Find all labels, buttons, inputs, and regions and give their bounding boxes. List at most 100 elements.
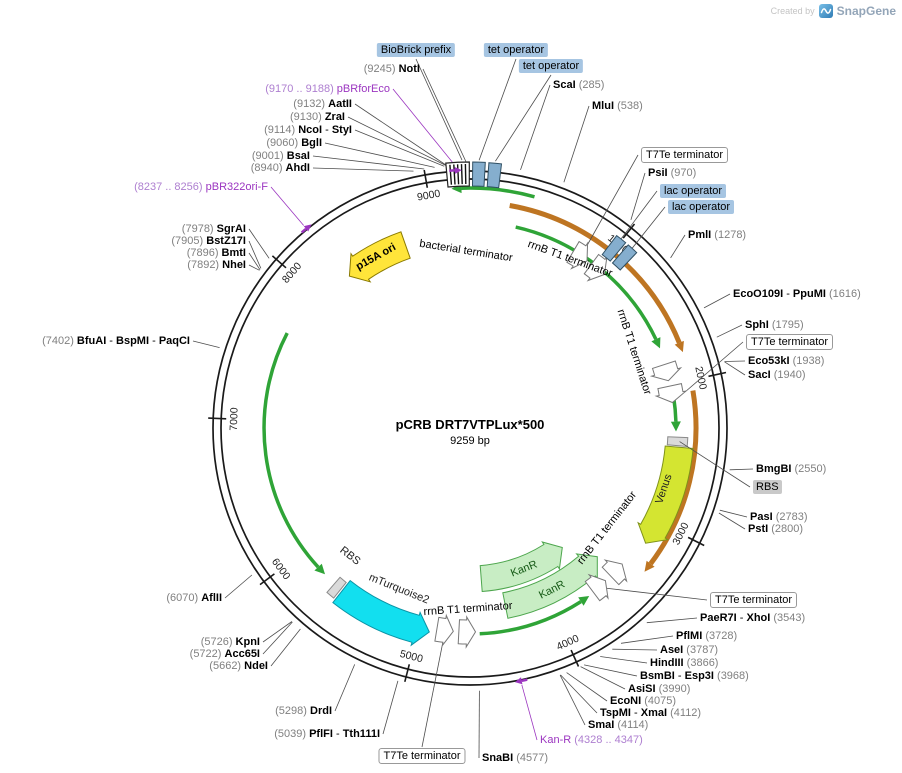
tick-label-4000: 4000: [555, 632, 581, 653]
map-rings: [212, 170, 728, 686]
map-features: [326, 231, 694, 647]
ncoi-styi-callout-line: [354, 129, 445, 167]
bsai-callout-line: [312, 155, 425, 170]
map-callout-lines: [192, 58, 754, 759]
kanr-arrow-outer: [502, 553, 598, 619]
tick-3000: [687, 536, 705, 547]
rrnb-t1-terminator-icon-2: [649, 360, 683, 382]
lac-operator-glyph-1: [601, 234, 627, 262]
tet-operator-glyph-2: [486, 162, 503, 189]
transcript-orange-1-arrowhead: [674, 340, 684, 353]
snapgene-watermark: Created by SnapGene: [771, 4, 896, 18]
primer-pbrforeco-arrowhead: [454, 167, 462, 174]
econi-callout-line: [566, 672, 608, 702]
lac-operator-2-callout-line: [626, 206, 666, 255]
tick-7000: [208, 417, 227, 420]
tick-9000: [423, 169, 429, 188]
snapgene-logo-squiggle: [820, 8, 831, 14]
watermark-created-by: Created by: [770, 6, 815, 16]
tick-label-9000: 9000: [416, 188, 441, 204]
tet-operator-1-callout-line: [478, 58, 517, 161]
smai-callout-line: [559, 674, 586, 726]
rbs-label-right-callout-line: [679, 441, 751, 488]
psti-callout-line: [718, 512, 746, 530]
t7te-terminator-label-2-callout-line: [684, 341, 744, 393]
rbs-glyph-mturquoise: [326, 576, 347, 599]
rbs-glyph-venus: [666, 436, 689, 448]
plasmid-ring-outer: [212, 170, 728, 686]
transcript-green-left: [262, 332, 320, 569]
bacterial-terminator-glyph-stripe: [456, 164, 460, 185]
mlui-callout-line: [563, 105, 590, 183]
rrnb-t1-terminator-icon-4: [457, 615, 477, 649]
kpni-callout-line: [262, 621, 293, 643]
aflii-callout-line: [224, 574, 253, 599]
ecoo109i-ppumi-callout-line: [703, 293, 731, 309]
sgrai-callout-line: [248, 228, 270, 259]
hindiii-callout-line: [600, 656, 648, 664]
ahdi-callout-line: [312, 167, 414, 172]
plasmid-length: 9259 bp: [450, 435, 490, 447]
map-ring-glyphs: [300, 161, 638, 685]
kan-r-primer-label-callout-line: [521, 684, 538, 741]
tspmi-xmai-callout-line: [560, 674, 598, 714]
t7te-terminator-icon-1: [566, 240, 589, 270]
bacterial-terminator-glyph-stripe: [453, 164, 456, 185]
plasmid-title-block: pCRB DRT7VTPLux*500 9259 bp: [396, 417, 545, 447]
nhei-callout-line: [248, 264, 260, 271]
acc65i-callout-line: [262, 621, 293, 655]
plasmid-ring-inner: [220, 178, 720, 678]
bmti-callout-line: [248, 252, 261, 270]
asisi-callout-line: [580, 666, 626, 690]
eco53ki-callout-line: [724, 360, 746, 362]
tick-4000: [570, 649, 580, 667]
transcript-green-left-arrowhead: [314, 563, 325, 575]
mturquoise2-arrow: [332, 579, 430, 647]
zrai-callout-line: [347, 116, 448, 167]
bacterial-terminator-glyph-stripe: [449, 164, 453, 185]
bgli-callout-line: [324, 142, 435, 168]
t7te-terminator-label-1-callout-line: [587, 154, 639, 245]
tick-5000: [404, 664, 411, 682]
kanr-arrow-inner: [479, 541, 563, 593]
transcript-orange-2: [648, 390, 699, 566]
pflfi-tth111i-callout-line: [382, 680, 399, 735]
t7te-terminator-icon-3: [584, 573, 609, 602]
primer-pbr322ori-f: [300, 227, 307, 234]
pmli-callout-line: [670, 234, 686, 259]
transcript-green-right: [479, 600, 582, 636]
primer-kan-r-arrowhead: [514, 677, 523, 685]
asei-callout-line: [612, 648, 658, 651]
watermark-brand: SnapGene: [836, 4, 896, 18]
plasmid-name: pCRB DRT7VTPLux*500: [395, 417, 545, 432]
rrnb-t1-terminator-icon-3: [601, 559, 628, 586]
map-terminator-icons: [434, 240, 688, 649]
transcript-green-top: [461, 186, 535, 199]
tick-label-6000: 6000: [269, 556, 293, 582]
tick-8000: [271, 255, 287, 269]
bmgbi-callout-line: [729, 468, 754, 471]
bfuai-bspmi-paqci-callout-line: [192, 340, 220, 348]
rrnb-t1-terminator-icon-1: [583, 253, 608, 282]
transcript-green-1-arrowhead: [651, 337, 661, 349]
t7te-terminator-icon-4: [434, 613, 454, 648]
pflmi-callout-line: [620, 635, 674, 644]
aatii-callout-line: [354, 103, 448, 167]
bstz17i-callout-line: [248, 240, 262, 269]
ndei-callout-line: [270, 628, 301, 667]
sphi-callout-line: [716, 324, 743, 338]
scai-callout-line: [520, 84, 551, 171]
snapgene-logo-icon: [818, 4, 833, 18]
lac-operator-1-callout-line: [615, 190, 658, 246]
t7te-terminator-label-3-callout-line: [600, 587, 708, 601]
venus-arrow: [637, 445, 694, 544]
tick-label-7000: 7000: [228, 407, 241, 431]
lac-operator-glyph-2: [611, 244, 638, 271]
transcript-green-1: [515, 225, 658, 341]
psii-callout-line: [630, 172, 646, 221]
p15a-ori-arrow: [348, 231, 411, 283]
pbrforeco-callout-line: [392, 88, 457, 167]
tick-1000: [622, 223, 636, 239]
